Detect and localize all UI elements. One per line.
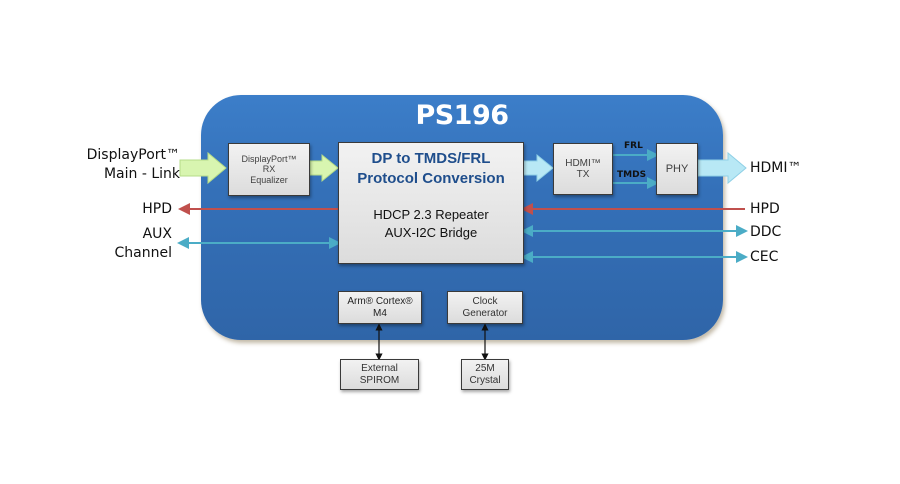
conv-sub-2: AUX-I2C Bridge bbox=[384, 225, 478, 240]
arm-line-1: Arm® Cortex® bbox=[347, 296, 413, 307]
dp-label-line-1: DisplayPort™ bbox=[86, 147, 180, 163]
dp-rx-equalizer-block: DisplayPort™ RX Equalizer bbox=[228, 143, 310, 196]
phy-label: PHY bbox=[665, 162, 689, 175]
spirom-line-1: External bbox=[361, 363, 398, 374]
dp-label-line-2: Main - Link bbox=[103, 166, 180, 182]
arm-line-2: M4 bbox=[373, 307, 387, 319]
conv-to-tx-arrow bbox=[522, 153, 554, 183]
clock-generator-block: Clock Generator bbox=[447, 291, 523, 324]
conv-title-2: Protocol Conversion bbox=[357, 170, 505, 187]
displayport-main-link-label: DisplayPort™ Main - Link bbox=[60, 146, 180, 184]
hpd-left-label: HPD bbox=[142, 201, 172, 217]
tx-line-2: TX bbox=[576, 169, 590, 180]
dp-input-arrow bbox=[179, 151, 227, 185]
eq-line-2: RX bbox=[262, 164, 276, 175]
spirom-line-2: SPIROM bbox=[359, 374, 400, 386]
clock-line-1: Clock bbox=[472, 296, 498, 307]
protocol-conversion-block: DP to TMDS/FRL Protocol Conversion HDCP … bbox=[338, 142, 524, 264]
crystal-line-2: Crystal bbox=[469, 374, 501, 386]
eq-line-1: DisplayPort™ bbox=[241, 153, 297, 164]
tmds-label: TMDS bbox=[617, 170, 647, 180]
chip-title: PS196 bbox=[415, 100, 509, 131]
tx-line-1: HDMI™ bbox=[565, 157, 601, 169]
aux-channel-label: AUX Channel bbox=[80, 225, 172, 263]
hdmi-output-label: HDMI™ bbox=[750, 160, 802, 176]
eq-to-conv-arrow bbox=[309, 153, 339, 183]
clock-line-2: Generator bbox=[462, 307, 508, 319]
aux-label-line-2: Channel bbox=[114, 245, 172, 261]
arm-cortex-block: Arm® Cortex® M4 bbox=[338, 291, 422, 324]
conv-title-1: DP to TMDS/FRL bbox=[371, 150, 491, 167]
frl-label: FRL bbox=[624, 141, 643, 151]
crystal-line-1: 25M bbox=[475, 363, 495, 374]
ddc-label: DDC bbox=[750, 224, 782, 240]
phy-block: PHY bbox=[656, 143, 698, 195]
eq-line-3: Equalizer bbox=[250, 174, 288, 185]
aux-label-line-1: AUX bbox=[142, 226, 172, 242]
external-spirom-block: External SPIROM bbox=[340, 359, 419, 390]
conv-sub-1: HDCP 2.3 Repeater bbox=[373, 207, 489, 222]
hpd-right-label: HPD bbox=[750, 201, 780, 217]
hdmi-tx-block: HDMI™ TX bbox=[553, 143, 613, 195]
crystal-block: 25M Crystal bbox=[461, 359, 509, 390]
cec-label: CEC bbox=[750, 249, 779, 265]
hdmi-output-arrow bbox=[697, 151, 747, 185]
